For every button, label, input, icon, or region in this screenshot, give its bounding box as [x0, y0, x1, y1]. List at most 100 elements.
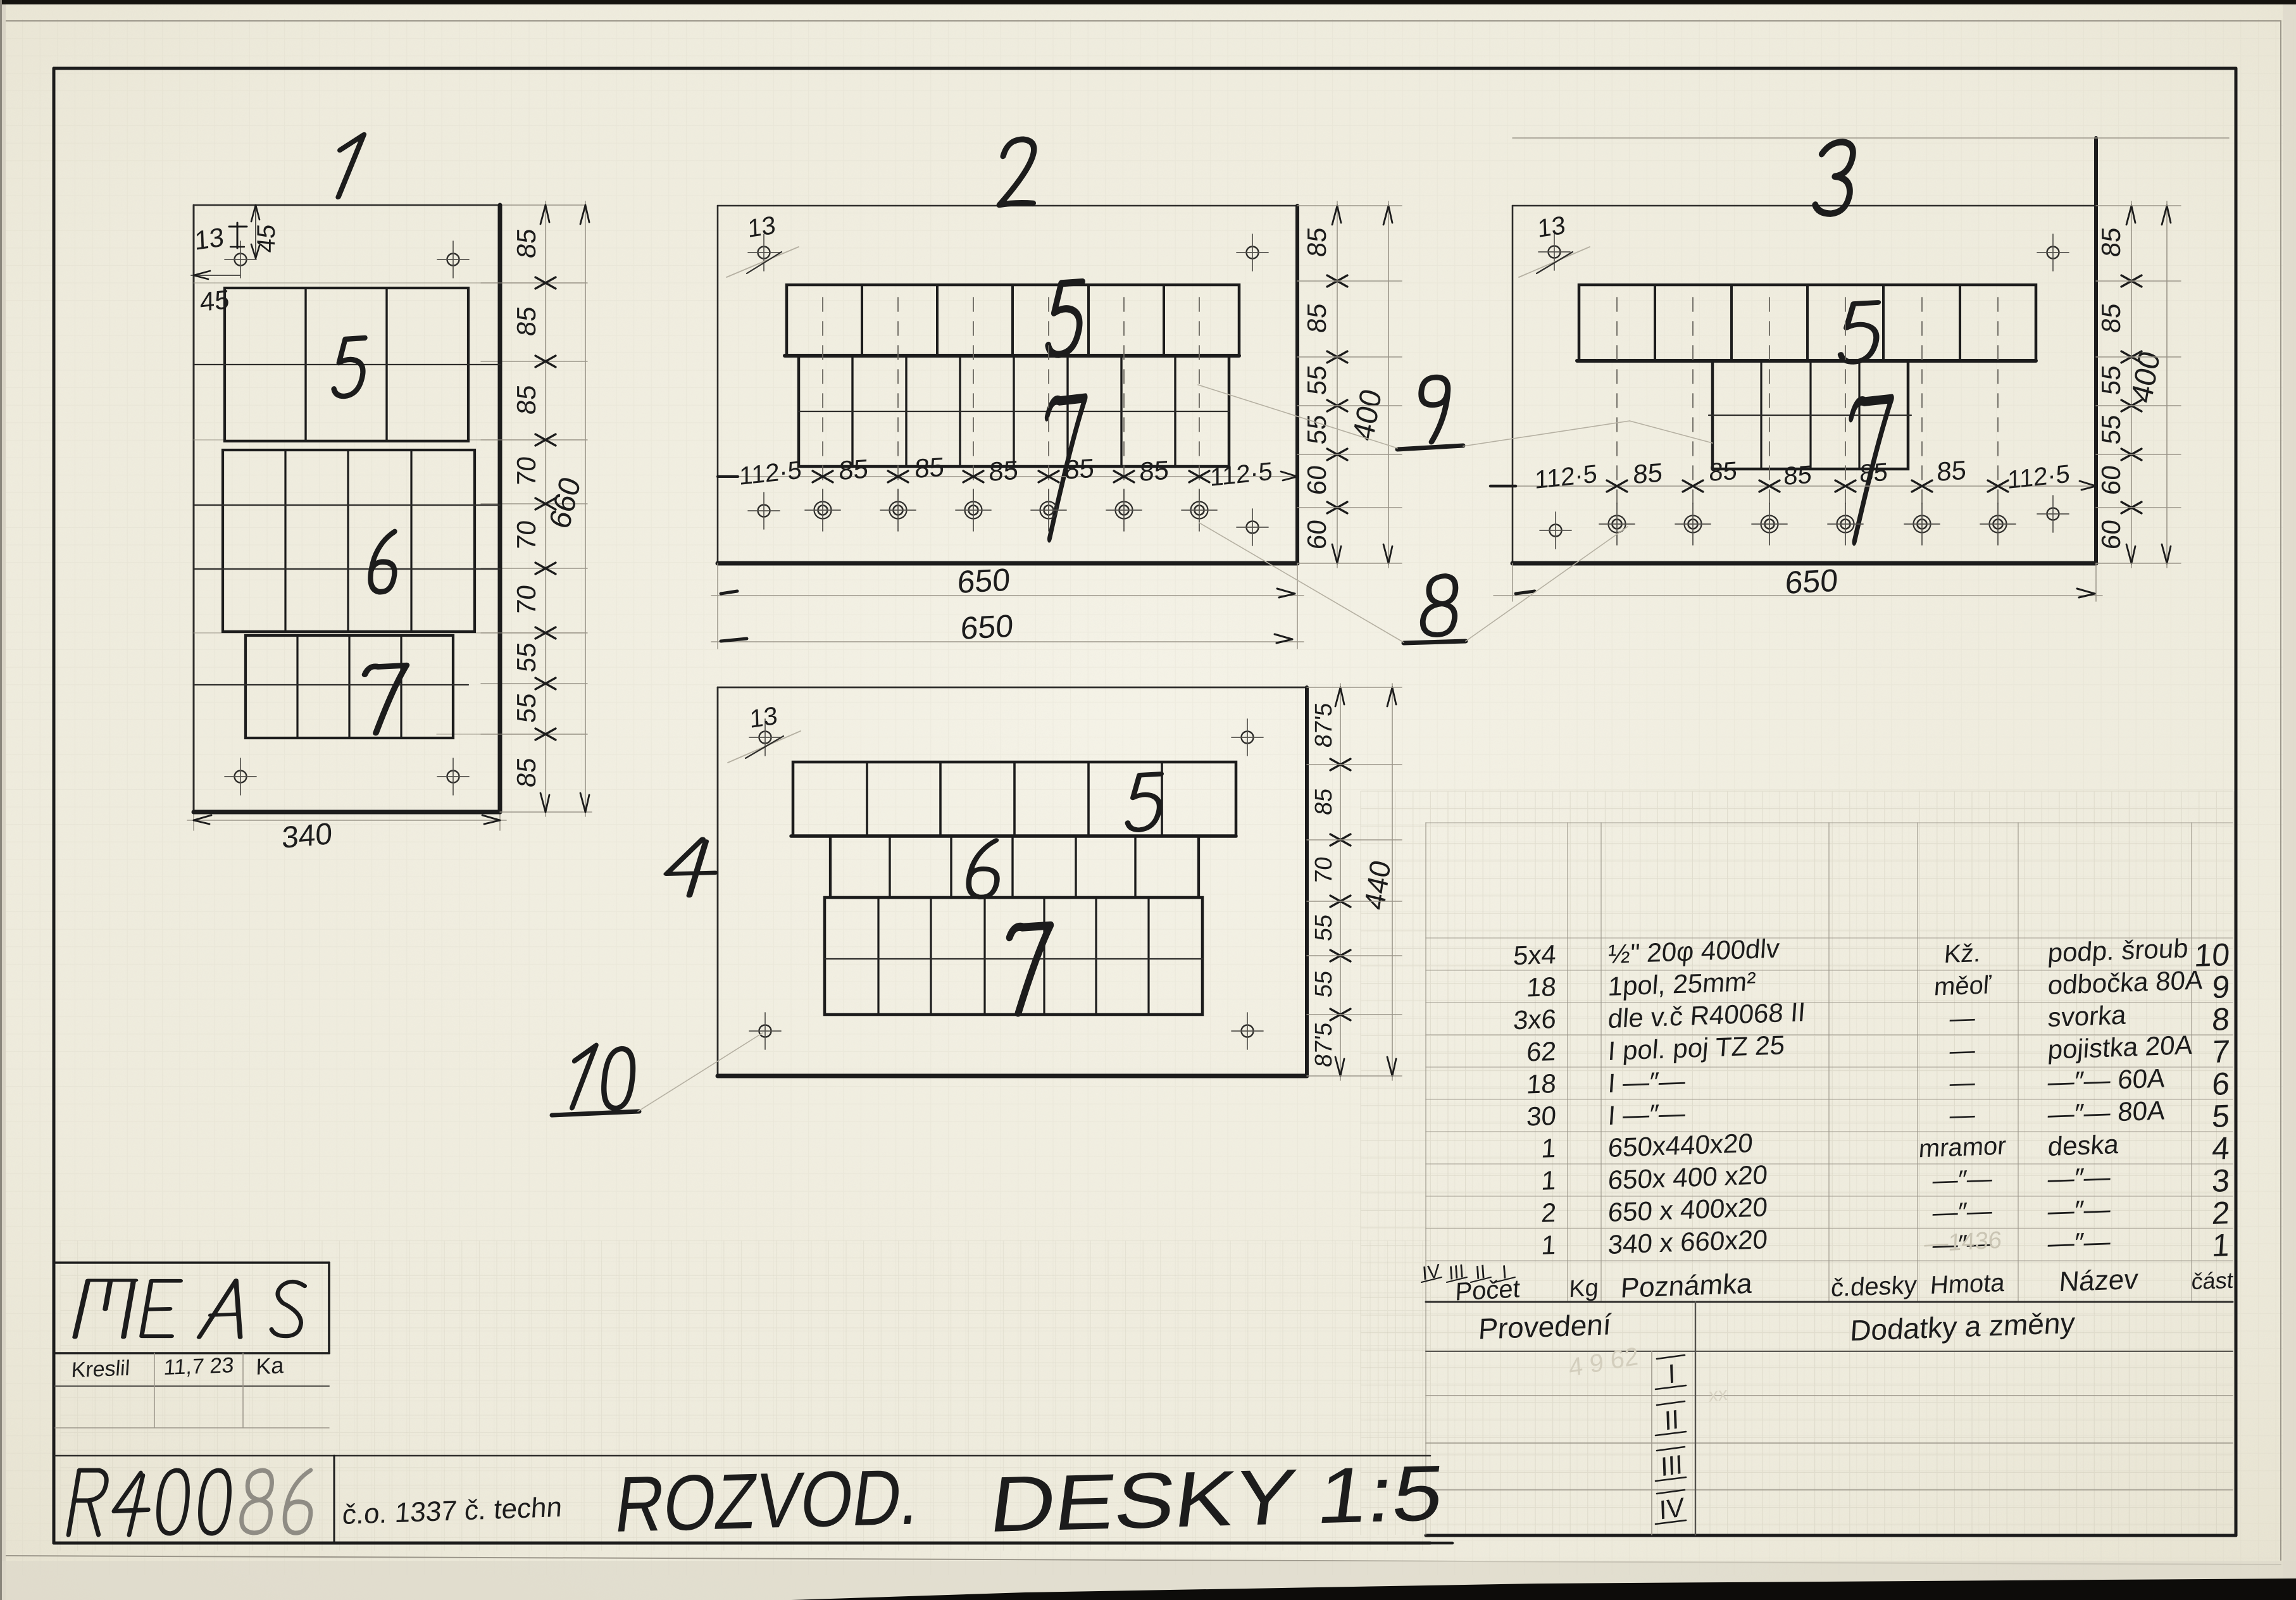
svg-text:II: II: [1475, 1261, 1487, 1284]
svg-text:Dodatky a změny: Dodatky a změny: [1849, 1306, 2076, 1347]
svg-text:85: 85: [1139, 455, 1170, 487]
svg-text:½" 20φ 400dlv: ½" 20φ 400dlv: [1607, 934, 1780, 969]
svg-text:85: 85: [1937, 455, 1967, 487]
svg-text:Kreslil: Kreslil: [70, 1356, 130, 1382]
svg-text:podp. šroub: podp. šroub: [2047, 933, 2189, 968]
svg-text:650: 650: [956, 562, 1011, 600]
svg-text:pojistka 20A: pojistka 20A: [2047, 1030, 2193, 1065]
svg-text:85: 85: [1064, 453, 1095, 485]
svg-text:—1436: —1436: [1924, 1227, 2003, 1258]
svg-text:60: 60: [1302, 518, 1332, 551]
svg-text:1: 1: [2211, 1227, 2231, 1263]
svg-text:2: 2: [1540, 1197, 1557, 1228]
svg-text:—: —: [1949, 1004, 1976, 1032]
svg-text:Ka: Ka: [256, 1352, 285, 1380]
svg-text:—″—: —″—: [1931, 1229, 1993, 1259]
svg-text:Kž.: Kž.: [1943, 939, 1981, 968]
svg-text:85: 85: [1709, 457, 1738, 487]
svg-text:13: 13: [749, 702, 778, 734]
svg-text:2: 2: [2211, 1195, 2231, 1231]
svg-text:9: 9: [2211, 969, 2231, 1005]
svg-text:85: 85: [1302, 226, 1332, 259]
svg-text:60: 60: [1302, 464, 1332, 497]
svg-text:8: 8: [2211, 1001, 2231, 1037]
svg-text:62: 62: [1526, 1036, 1557, 1067]
svg-text:55: 55: [2096, 413, 2126, 446]
svg-text:85: 85: [914, 452, 945, 484]
svg-text:85: 85: [839, 454, 869, 485]
svg-text:xx: xx: [1709, 1384, 1728, 1406]
svg-text:112·5: 112·5: [2007, 460, 2070, 495]
svg-text:85: 85: [989, 455, 1019, 487]
svg-text:85: 85: [2096, 226, 2126, 259]
svg-text:45: 45: [200, 284, 229, 317]
svg-text:55: 55: [1311, 969, 1337, 999]
svg-text:I pol. poj TZ 25: I pol. poj TZ 25: [1607, 1030, 1785, 1066]
svg-text:Hmota: Hmota: [1929, 1269, 2006, 1299]
svg-text:13: 13: [747, 211, 777, 243]
svg-text:650: 650: [1784, 563, 1838, 601]
svg-text:—: —: [1949, 1101, 1976, 1129]
svg-text:Kg: Kg: [1568, 1275, 1599, 1303]
svg-text:5: 5: [2211, 1098, 2231, 1134]
svg-text:1pol, 25mm²: 1pol, 25mm²: [1607, 966, 1757, 1001]
svg-text:6: 6: [2211, 1066, 2231, 1102]
svg-text:měoľ: měoľ: [1933, 971, 1993, 1001]
svg-text:30: 30: [1526, 1101, 1557, 1132]
svg-text:Název: Název: [2058, 1264, 2139, 1297]
svg-text:85: 85: [2096, 302, 2126, 335]
svg-text:13: 13: [194, 222, 225, 256]
svg-text:II: II: [1664, 1404, 1680, 1435]
svg-text:3x6: 3x6: [1513, 1004, 1557, 1035]
svg-text:112·5: 112·5: [1210, 458, 1273, 492]
svg-text:70: 70: [511, 519, 541, 552]
svg-text:—: —: [1949, 1068, 1976, 1097]
svg-text:340: 340: [282, 816, 333, 855]
svg-text:—″—: —″—: [2047, 1162, 2112, 1194]
svg-text:60: 60: [2096, 464, 2126, 497]
svg-text:55: 55: [511, 692, 541, 725]
svg-text:1: 1: [1540, 1165, 1557, 1196]
svg-text:55: 55: [511, 641, 541, 674]
svg-text:—″—: —″—: [1931, 1197, 1993, 1227]
svg-text:85: 85: [1302, 302, 1332, 335]
svg-text:7: 7: [2211, 1034, 2231, 1070]
svg-text:650: 650: [959, 608, 1014, 646]
svg-text:10: 10: [2193, 937, 2231, 973]
svg-text:I: I: [1668, 1358, 1676, 1389]
svg-text:70: 70: [1311, 855, 1337, 885]
svg-text:112·5: 112·5: [739, 456, 802, 491]
svg-text:5x4: 5x4: [1513, 939, 1557, 970]
svg-text:650x 400 x20: 650x 400 x20: [1607, 1159, 1768, 1195]
svg-text:70: 70: [511, 455, 541, 488]
svg-text:Poznámka: Poznámka: [1619, 1268, 1754, 1304]
svg-text:1: 1: [1540, 1230, 1557, 1260]
svg-text:—″— 60A: —″— 60A: [2047, 1063, 2166, 1097]
svg-text:87'5: 87'5: [1311, 1021, 1337, 1068]
svg-text:85: 85: [511, 384, 541, 416]
svg-text:18: 18: [1526, 1068, 1557, 1099]
svg-text:13: 13: [1537, 211, 1566, 243]
svg-text:1: 1: [1540, 1133, 1557, 1163]
svg-text:4: 4: [2211, 1130, 2231, 1166]
svg-text:60: 60: [2096, 518, 2126, 551]
svg-text:55: 55: [1311, 913, 1337, 942]
svg-text:I —″—: I —″—: [1607, 1066, 1687, 1098]
svg-text:III: III: [1660, 1449, 1683, 1482]
svg-text:85: 85: [511, 227, 541, 260]
svg-text:ROZVOD.: ROZVOD.: [610, 1453, 925, 1549]
svg-text:č.desky: č.desky: [1830, 1272, 1918, 1303]
svg-text:I: I: [1501, 1261, 1508, 1283]
svg-text:85: 85: [1859, 458, 1888, 488]
svg-text:45: 45: [253, 223, 280, 254]
svg-text:—″—: —″—: [2047, 1227, 2112, 1258]
svg-text:650 x 400x20: 650 x 400x20: [1607, 1192, 1768, 1227]
svg-text:85: 85: [1783, 461, 1812, 491]
svg-text:85: 85: [1311, 787, 1337, 816]
svg-text:—″—: —″—: [2047, 1194, 2112, 1226]
svg-text:112·5: 112·5: [1535, 460, 1597, 495]
svg-text:mramor: mramor: [1918, 1132, 2007, 1163]
svg-text:dle v.č R40068 II: dle v.č R40068 II: [1607, 997, 1806, 1034]
svg-text:70: 70: [511, 584, 541, 616]
svg-text:IV: IV: [1659, 1492, 1685, 1525]
